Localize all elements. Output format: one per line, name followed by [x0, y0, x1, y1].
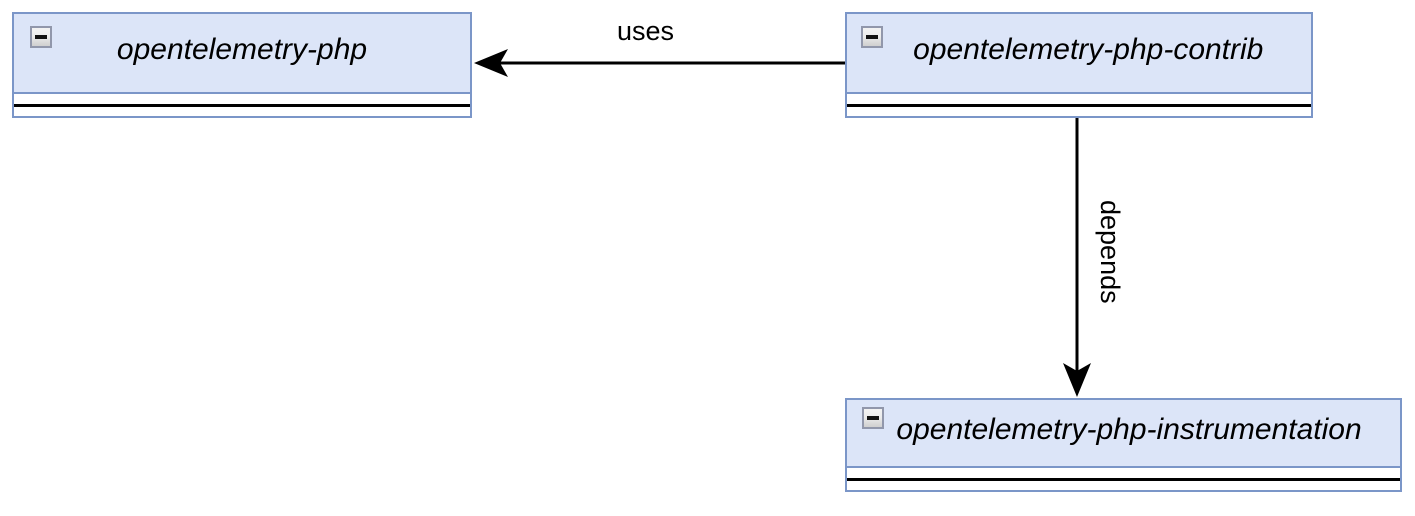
- node-compartment-operations: [14, 106, 470, 116]
- node-title-bar: opentelemetry-php-contrib: [847, 14, 1311, 94]
- node-label: opentelemetry-php-instrumentation: [896, 413, 1362, 447]
- node-compartment-operations: [847, 106, 1311, 116]
- minus-glyph: [35, 35, 47, 39]
- component-node-opentelemetry-php[interactable]: opentelemetry-php: [12, 12, 472, 118]
- node-label: opentelemetry-php: [116, 33, 368, 67]
- compartment-divider: [14, 103, 470, 107]
- node-compartment-attributes: [14, 94, 470, 104]
- compartment-divider: [847, 103, 1311, 107]
- collapse-minus-icon[interactable]: [861, 26, 883, 48]
- edge-uses: [474, 49, 845, 77]
- node-compartment-attributes: [847, 94, 1311, 104]
- node-label: opentelemetry-php-contrib: [913, 33, 1264, 67]
- edge-label-depends: depends: [1095, 200, 1125, 304]
- collapse-minus-icon[interactable]: [30, 26, 52, 48]
- edge-depends: [1063, 118, 1091, 397]
- minus-glyph: [866, 35, 878, 39]
- minus-glyph: [867, 416, 879, 420]
- collapse-minus-icon[interactable]: [862, 407, 884, 429]
- component-node-opentelemetry-php-instrumentation[interactable]: opentelemetry-php-instrumentation: [845, 398, 1402, 492]
- node-compartments: [847, 94, 1311, 116]
- component-node-opentelemetry-php-contrib[interactable]: opentelemetry-php-contrib: [845, 12, 1313, 118]
- node-compartments: [14, 94, 470, 116]
- node-compartment-attributes: [847, 468, 1400, 478]
- node-title-bar: opentelemetry-php-instrumentation: [847, 400, 1400, 468]
- compartment-divider: [847, 477, 1400, 481]
- node-compartment-operations: [847, 480, 1400, 490]
- node-compartments: [847, 468, 1400, 490]
- node-title-bar: opentelemetry-php: [14, 14, 470, 94]
- edge-label-uses: uses: [617, 16, 675, 46]
